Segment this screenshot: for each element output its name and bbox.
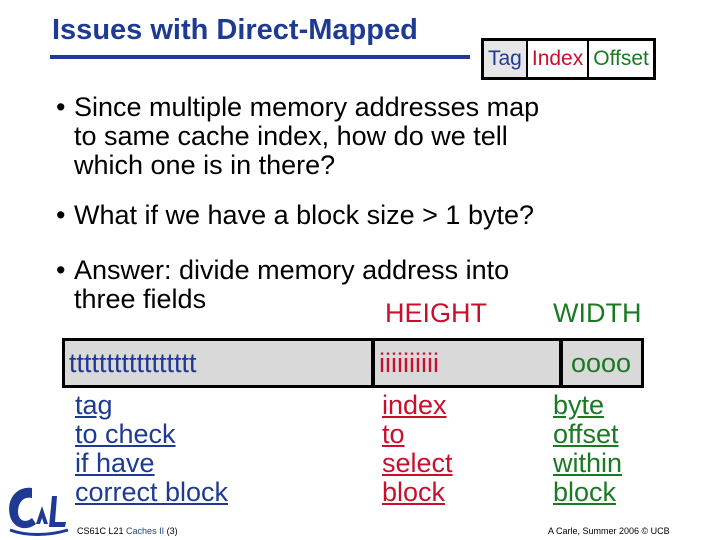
index-description: index to select block bbox=[382, 390, 453, 507]
legend-tag: Tag bbox=[484, 41, 528, 77]
footer-topic: Caches II bbox=[126, 526, 165, 536]
bullet-dot: • bbox=[56, 92, 66, 122]
bullet-2: • What if we have a block size > 1 byte? bbox=[56, 201, 696, 230]
bullet-2-text: What if we have a block size > 1 byte? bbox=[74, 200, 534, 230]
footer-page: (3) bbox=[166, 526, 178, 536]
slide-title: Issues with Direct-Mapped bbox=[52, 14, 418, 46]
offset-bits: oooo bbox=[571, 348, 632, 378]
legend-offset: Offset bbox=[593, 47, 649, 70]
footer-course: CS61C L21 Caches II (3) bbox=[77, 526, 178, 536]
bullet-3-text: Answer: divide memory address into three… bbox=[74, 255, 510, 314]
offset-description: byte offset within block bbox=[553, 390, 623, 507]
tag-bits: ttttttttttttttttt bbox=[65, 341, 375, 385]
address-bit-layout: ttttttttttttttttt iiiiiiiiii oooo bbox=[62, 338, 644, 388]
width-label: WIDTH bbox=[553, 298, 642, 328]
cal-logo-icon bbox=[9, 487, 69, 536]
footer-credit: A Carle, Summer 2006 © UCB bbox=[548, 526, 670, 536]
bullet-dot: • bbox=[56, 200, 66, 230]
bullet-1-text: Since multiple memory addresses map to s… bbox=[74, 92, 540, 180]
bullet-dot: • bbox=[56, 255, 66, 285]
legend-index: Index bbox=[528, 41, 590, 77]
tag-description: tag to check if have correct block bbox=[75, 390, 229, 507]
title-underline bbox=[50, 55, 470, 59]
height-label: HEIGHT bbox=[385, 298, 488, 328]
address-fields-legend: Tag Index Offset bbox=[481, 38, 656, 80]
bullet-3: • Answer: divide memory address into thr… bbox=[56, 256, 696, 314]
index-bits: iiiiiiiiii bbox=[375, 341, 563, 385]
footer-course-code: CS61C L21 bbox=[77, 526, 124, 536]
bullet-1: • Since multiple memory addresses map to… bbox=[56, 93, 696, 180]
